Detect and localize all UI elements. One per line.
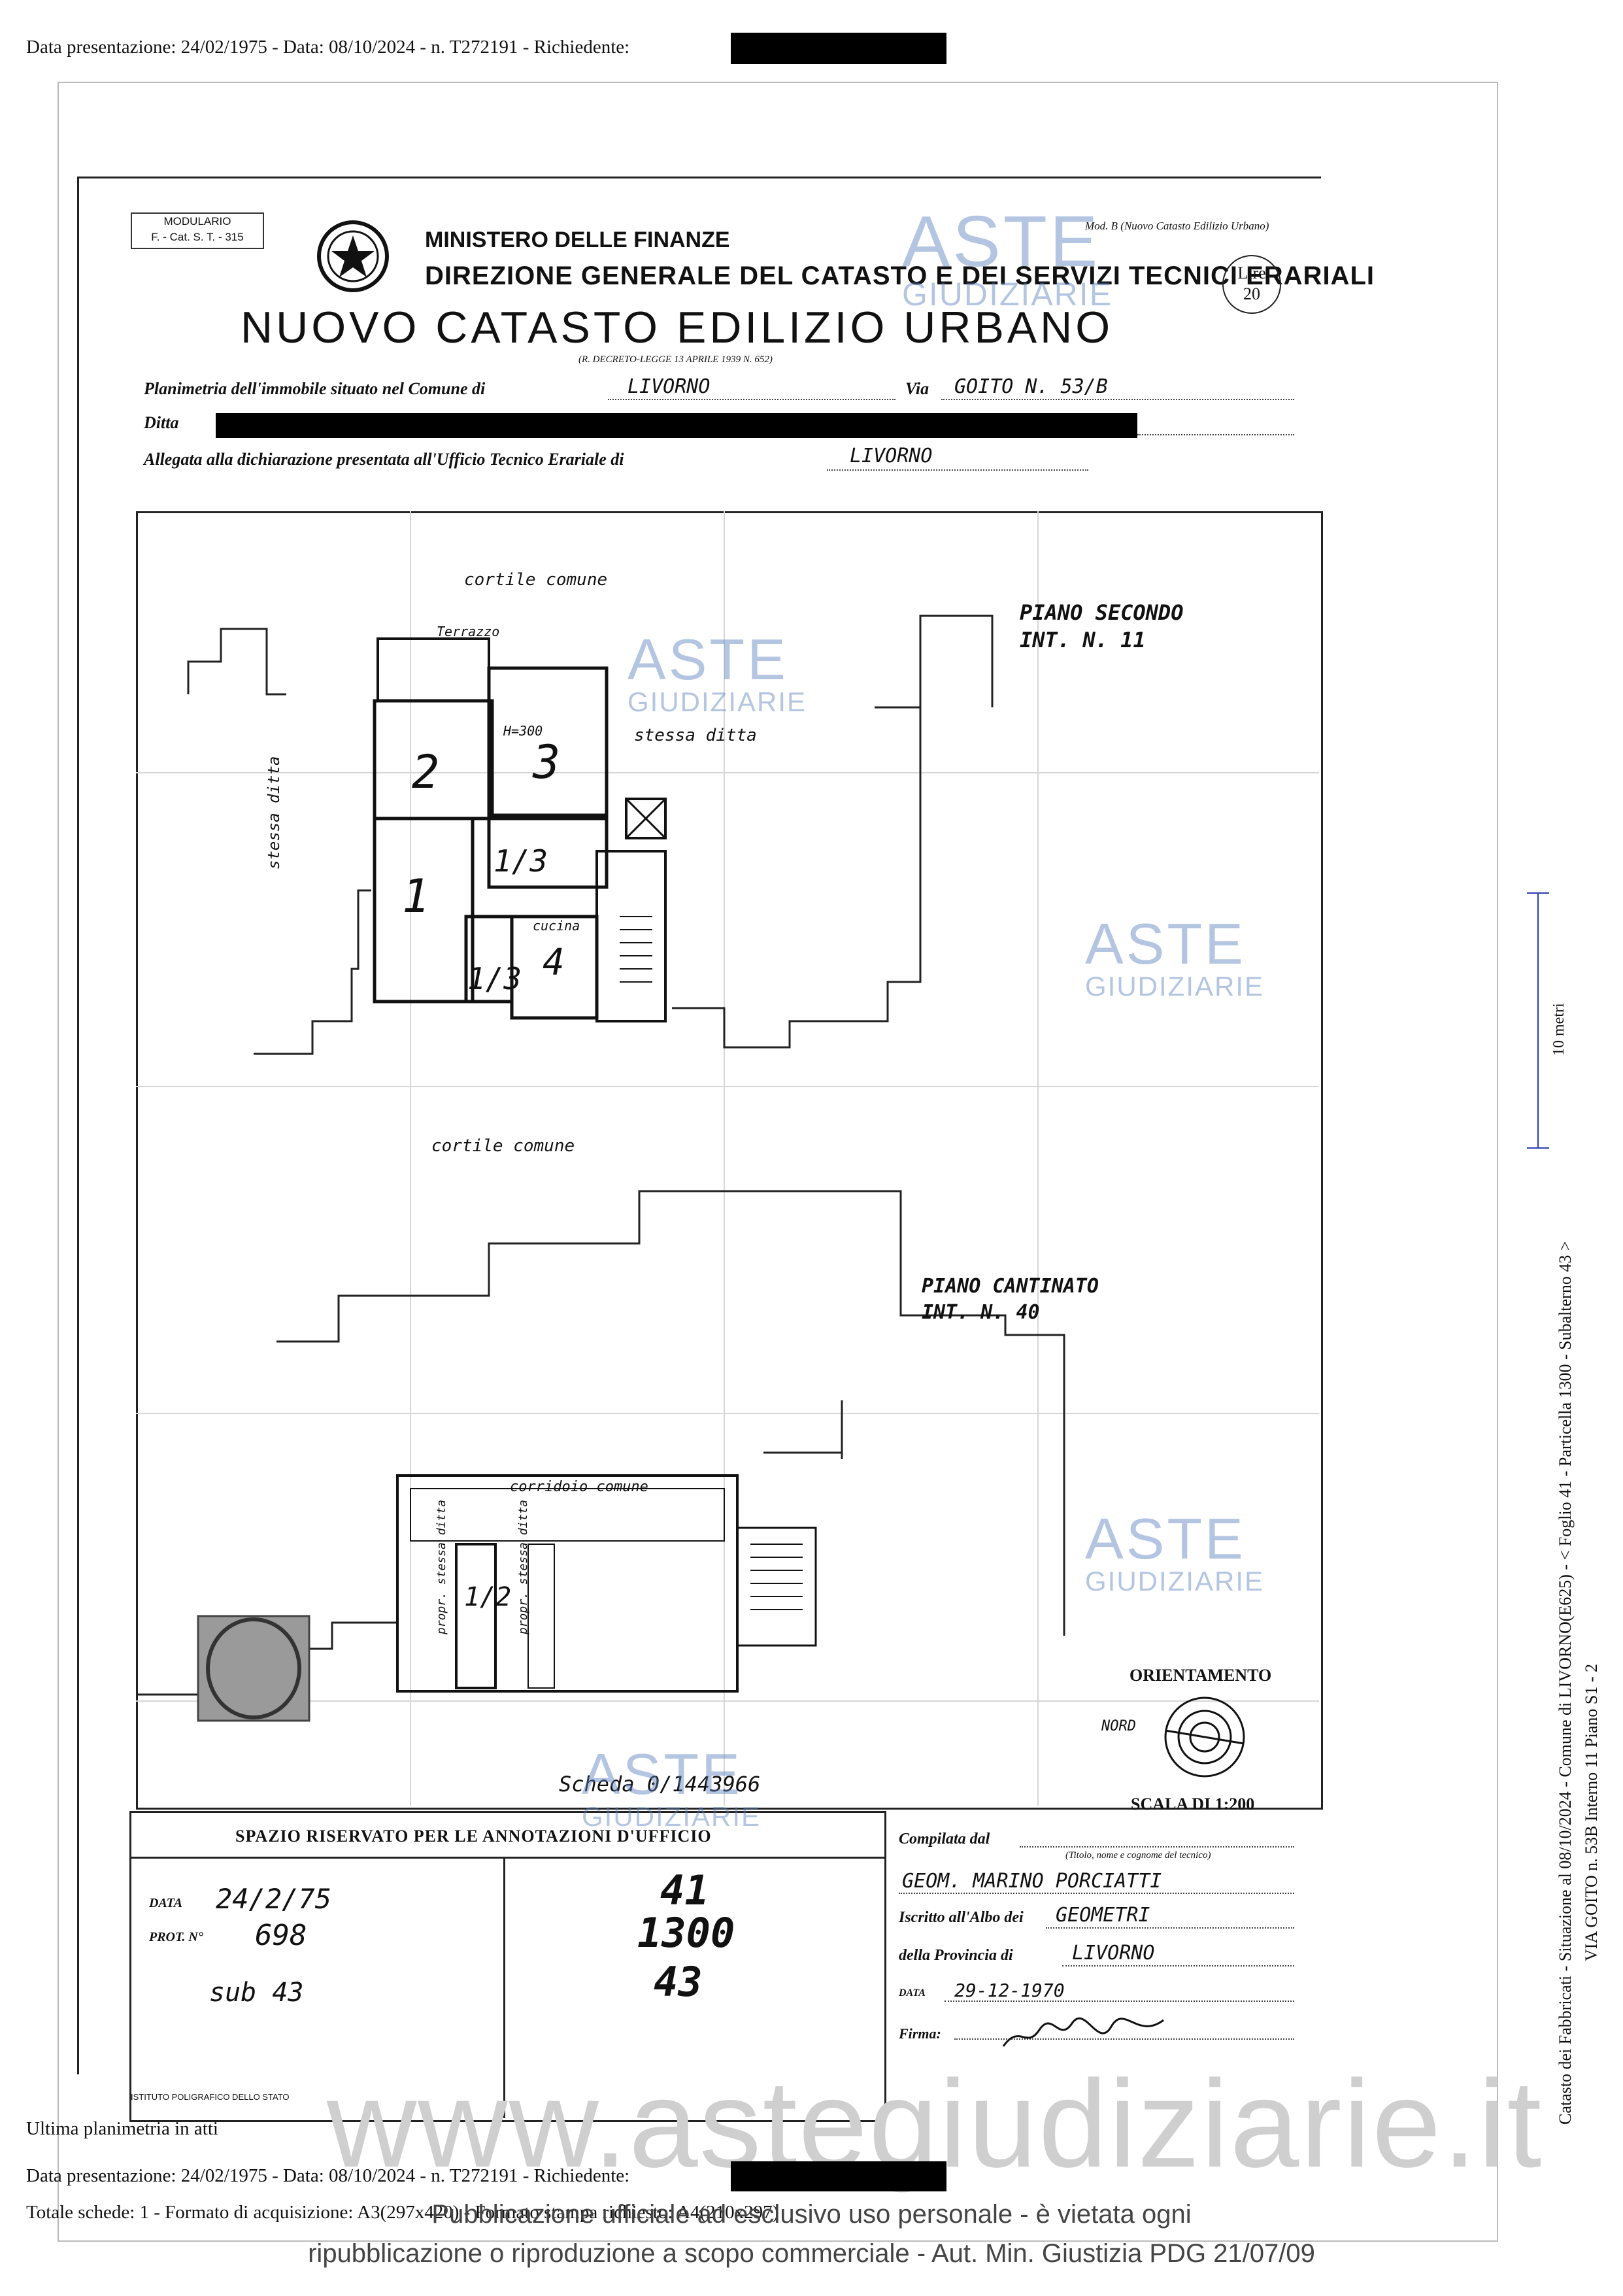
side-text-2: VIA GOITO n. 53B Interno 11 Piano S1 - 2 (1582, 1664, 1601, 1961)
redacted-requester (731, 33, 946, 64)
via-label: Via (905, 379, 929, 398)
scale-bar (1537, 892, 1539, 1147)
data-value: 24/2/75 (216, 1883, 332, 1915)
decreto: (R. DECRETO-LEGGE 13 APRILE 1939 N. 652) (578, 354, 773, 365)
wm-giudiziarie: GIUDIZIARIE (902, 276, 1113, 312)
aste-watermark-5: ASTE GIUDIZIARIE (582, 1746, 761, 1831)
footer-ultima: Ultima planimetria in atti (26, 2118, 218, 2139)
aste-watermark-2: ASTE GIUDIZIARIE (627, 631, 807, 716)
lire-value: 20 (1243, 284, 1260, 303)
disclaimer-2: ripubblicazione o riproduzione a scopo c… (308, 2239, 1315, 2268)
int-40: INT. N. 40 (922, 1301, 1040, 1324)
cellar-room: 1/2 (464, 1582, 512, 1612)
wm-giudiziarie-4: GIUDIZIARIE (1085, 1566, 1265, 1596)
cortile-mid: cortile comune (431, 1136, 575, 1156)
subalterno-value: 43 (654, 1958, 703, 2006)
room-2: 2 (412, 745, 440, 799)
provincia-value: LIVORNO (1072, 1942, 1155, 1965)
page-frame (58, 82, 1498, 2242)
aste-watermark-4: ASTE GIUDIZIARIE (1085, 1510, 1264, 1595)
aste-watermark: ASTE GIUDIZIARIE (902, 206, 1113, 311)
prot-label: PROT. N° (149, 1930, 203, 1944)
scala: SCALA DI 1:200 (1131, 1795, 1255, 1814)
propr-b: propr. stessa ditta (516, 1500, 530, 1634)
footer-data: Data presentazione: 24/02/1975 - Data: 0… (26, 2165, 630, 2186)
prot-value: 698 (255, 1919, 307, 1952)
comune-value: LIVORNO (627, 375, 711, 398)
provincia-label: della Provincia di (899, 1947, 1013, 1964)
corridoio: corridoio comune (510, 1479, 648, 1495)
data-label: DATA (149, 1896, 183, 1910)
ditta-label: Ditta (144, 413, 179, 432)
cortile-top: cortile comune (464, 570, 608, 590)
piano-secondo: PIANO SECONDO (1020, 600, 1184, 625)
int-11: INT. N. 11 (1020, 628, 1146, 652)
wm-giudiziarie-5: GIUDIZIARIE (582, 1801, 761, 1832)
allegata-label: Allegata alla dichiarazione presentata a… (144, 450, 624, 469)
republic-emblem-icon (314, 217, 392, 295)
direzione: DIREZIONE GENERALE DEL CATASTO E DEI SER… (425, 262, 1375, 290)
istituto: ISTITUTO POLIGRAFICO DELLO STATO (131, 2092, 290, 2102)
scale-label: 10 metri (1550, 1003, 1567, 1056)
cucina: cucina (533, 918, 580, 934)
wm-aste-4: ASTE (1085, 1506, 1246, 1571)
via-value: GOITO N. 53/B (954, 375, 1108, 398)
tecnico: GEOM. MARINO PORCIATTI (902, 1870, 1162, 1893)
sub-value: sub 43 (209, 1978, 304, 2008)
particella-value: 1300 (637, 1909, 735, 1957)
scheda-number: Scheda 0/1443966 (559, 1772, 761, 1797)
wm-giudiziarie-3: GIUDIZIARIE (1085, 971, 1265, 1002)
signature-icon (1002, 2017, 1164, 2047)
albo-value: GEOMETRI (1056, 1904, 1150, 1927)
form-title: NUOVO CATASTO EDILIZIO URBANO (241, 303, 1114, 352)
side-text-1: Catasto dei Fabbricati - Situazione al 0… (1556, 1241, 1575, 2125)
room-1-3-a: 1/3 (494, 843, 548, 879)
aste-watermark-3: ASTE GIUDIZIARIE (1085, 915, 1264, 1000)
planimetria-label: Planimetria dell'immobile situato nel Co… (144, 379, 486, 398)
header-text: Data presentazione: 24/02/1975 - Data: 0… (26, 37, 630, 58)
wm-aste-5: ASTE (582, 1742, 743, 1806)
compilata-data-label: DATA (899, 1987, 926, 1999)
propr-a: propr. stessa ditta (435, 1500, 448, 1634)
orientamento: ORIENTAMENTO (1129, 1666, 1272, 1685)
wm-aste-2: ASTE (627, 627, 788, 692)
ufficio-value: LIVORNO (850, 445, 933, 467)
redacted-requester-footer (731, 2161, 946, 2191)
wm-giudiziarie-2: GIUDIZIARIE (627, 686, 807, 717)
ministero: MINISTERO DELLE FINANZE (425, 228, 730, 252)
catasto-form (77, 177, 1321, 2074)
stessa-ditta: stessa ditta (634, 726, 757, 745)
mod-b: Mod. B (Nuovo Catasto Edilizio Urbano) (1085, 220, 1269, 232)
annotations-title: SPAZIO RISERVATO PER LE ANNOTAZIONI D'UF… (235, 1827, 712, 1846)
floor-plan-frame (136, 511, 1323, 1810)
modulario-label: MODULARIO (163, 215, 231, 228)
stamp-duty-lire: Lire 20 (1222, 255, 1281, 314)
compilata-label: Compilata dal (899, 1831, 990, 1848)
compilata-sub: (Titolo, nome e cognome del tecnico) (1065, 1850, 1211, 1861)
modulario-code: F. - Cat. S. T. - 315 (151, 231, 244, 243)
room-4: 4 (543, 941, 565, 984)
stessa-ditta-left: stessa ditta (265, 756, 283, 869)
redacted-ditta (216, 413, 1137, 438)
annotations-box (129, 1811, 886, 2122)
albo-label: Iscritto all'Albo dei (899, 1909, 1024, 1926)
disclaimer-1: Pubblicazione ufficiale ad esclusivo uso… (431, 2200, 1192, 2229)
lire-label: Lire (1237, 263, 1266, 282)
wm-aste: ASTE (902, 201, 1101, 282)
room-1-3-b: 1/3 (467, 961, 522, 996)
firma-label: Firma: (899, 2025, 941, 2042)
floor-plan-drawing (136, 511, 1319, 1806)
terrazzo-label: Terrazzo (437, 624, 500, 639)
room-3: 3 (533, 735, 561, 789)
h300: H=300 (503, 723, 543, 739)
room-1: 1 (402, 869, 430, 923)
nord-label: NORD (1101, 1718, 1136, 1734)
wm-aste-3: ASTE (1085, 911, 1246, 976)
footer-totale: Totale schede: 1 - Formato di acquisizio… (26, 2202, 779, 2223)
foglio-value: 41 (660, 1866, 709, 1914)
compilata-data: 29-12-1970 (954, 1980, 1065, 2001)
modulario-box: MODULARIO F. - Cat. S. T. - 315 (131, 212, 264, 249)
piano-cantinato: PIANO CANTINATO (922, 1275, 1099, 1298)
